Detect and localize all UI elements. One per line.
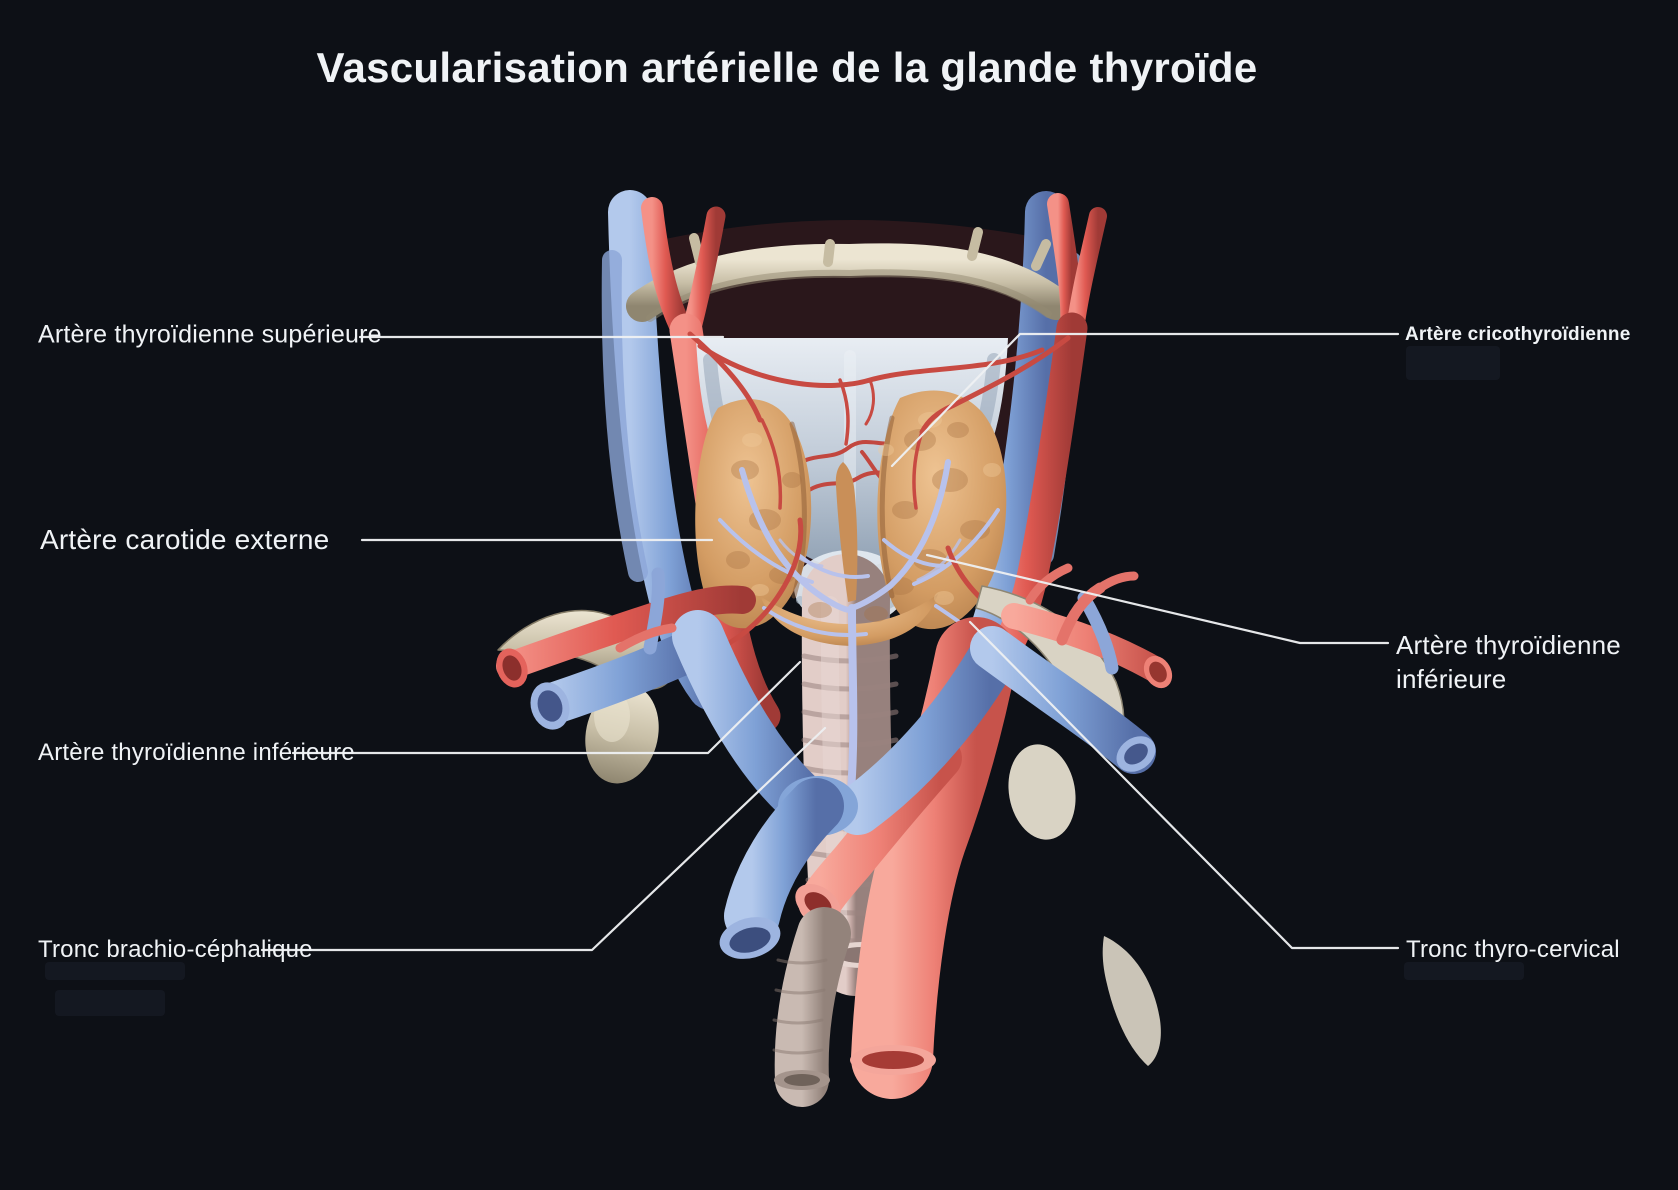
- figure-title: Vascularisation artérielle de la glande …: [316, 44, 1258, 91]
- label-artere-thyroidienne-superieure: Artère thyroïdienne supérieure: [38, 320, 382, 349]
- label-artere-thyroidienne-inferieure-droite: Artère thyroïdienne inférieure: [1396, 628, 1621, 696]
- label-artere-cricothyroidienne: Artère cricothyroïdienne: [1405, 324, 1631, 345]
- left-outer-vein: [601, 250, 648, 582]
- label-line-1: Artère thyroïdienne: [1396, 630, 1621, 660]
- ghost-watermark: [55, 990, 165, 1016]
- label-artere-carotide-externe: Artère carotide externe: [40, 524, 330, 555]
- ghost-watermark: [1404, 962, 1524, 980]
- esophagus: [774, 907, 851, 1107]
- label-tronc-thyro-cervical: Tronc thyro-cervical: [1406, 936, 1620, 963]
- label-tronc-brachio-cephalique: Tronc brachio-céphalique: [38, 936, 313, 963]
- label-artere-thyroidienne-inferieure-gauche: Artère thyroïdienne inférieure: [38, 739, 355, 766]
- esophagus-texture: [772, 958, 828, 1055]
- hyoid-bone: [626, 243, 1072, 322]
- left-vertebral-vein: [643, 567, 665, 655]
- ghost-watermark: [45, 962, 185, 980]
- label-line-2: inférieure: [1396, 664, 1507, 694]
- ghost-watermark: [1406, 346, 1500, 380]
